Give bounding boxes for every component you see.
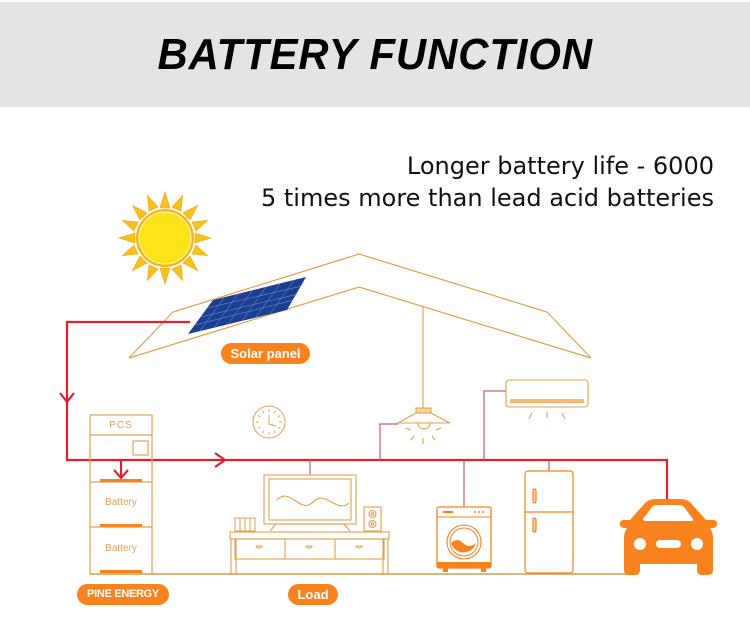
brand-badge: PINE ENERGY — [77, 584, 169, 605]
pcs-label: PCS — [109, 420, 133, 431]
decor-books-icon — [234, 517, 256, 532]
tagline: Longer battery life - 6000 5 times more … — [261, 150, 714, 214]
tv-icon — [263, 474, 357, 532]
battery-label-top: Battery — [105, 497, 137, 508]
power-flow-lines — [59, 320, 669, 500]
washing-machine-icon — [436, 506, 492, 572]
pendant-lamp-icon — [395, 306, 451, 444]
battery-cabinet-icon — [89, 414, 153, 575]
car-icon — [619, 499, 718, 575]
tagline-battery-life: Longer battery life - 6000 — [406, 152, 714, 180]
branch-lines — [309, 390, 550, 507]
header-banner: BATTERY FUNCTION — [0, 2, 750, 107]
clock-icon — [252, 405, 286, 439]
refrigerator-icon — [524, 470, 574, 574]
battery-label-bottom: Battery — [105, 543, 137, 554]
air-conditioner-icon — [505, 379, 589, 420]
tv-cabinet-icon — [229, 531, 390, 575]
load-badge: Load — [288, 584, 338, 605]
tagline-comparison: 5 times more than lead acid batteries — [261, 184, 714, 212]
solar-panel-icon — [188, 277, 306, 334]
roof-outline — [128, 253, 592, 359]
speaker-icon — [363, 506, 382, 532]
solar-panel-badge: Solar panel — [221, 343, 310, 364]
sun-icon — [117, 190, 213, 286]
page-title: BATTERY FUNCTION — [157, 29, 593, 79]
